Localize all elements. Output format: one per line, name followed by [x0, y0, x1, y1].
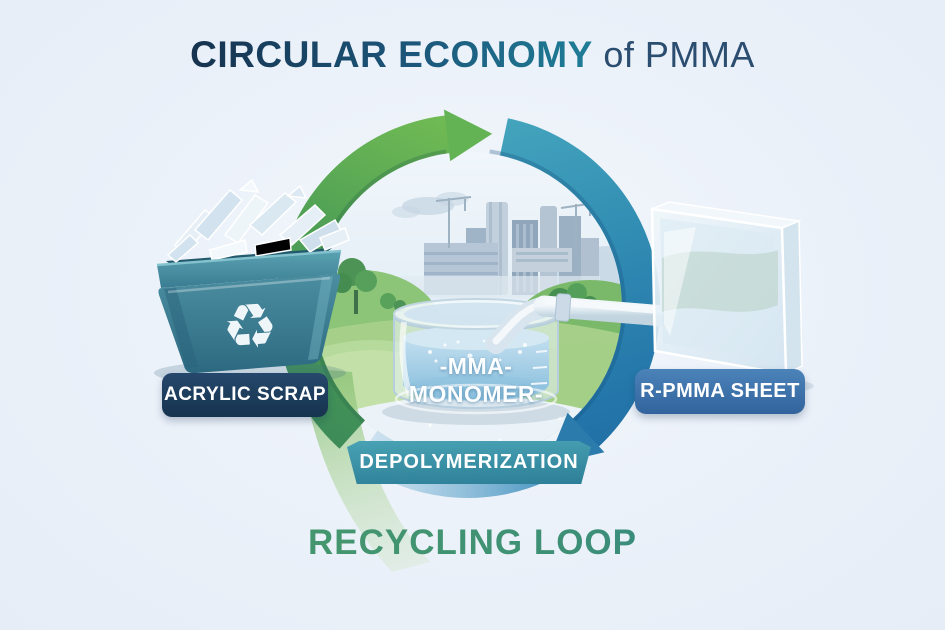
vessel-label-line1: -MMA-: [439, 353, 513, 379]
stage-badge-acrylic-scrap-label: ACRYLIC SCRAP: [163, 384, 327, 405]
r-pmma-sheet-illustration: [642, 201, 814, 396]
loop-arc-blue: [500, 118, 661, 449]
vessel-label-line2: MONOMER-: [408, 381, 544, 407]
stage-badge-r-pmma-sheet: R-PMMA SHEET: [635, 369, 805, 414]
stage-badge-r-pmma-sheet-label: R-PMMA SHEET: [640, 380, 800, 402]
recycle-icon: ♻: [220, 288, 281, 365]
pipe-illustration: [486, 293, 675, 354]
title-main: CIRCULAR ECONOMY: [190, 34, 593, 75]
mma-monomer-vessel-illustration: [382, 298, 570, 425]
tree-icon: [332, 258, 406, 314]
stage-badge-depolymerization-label: DEPOLYMERIZATION: [359, 451, 579, 473]
acrylic-scrap-bin-illustration: ♻: [154, 178, 350, 385]
vessel-label: -MMA- MONOMER-: [398, 352, 554, 408]
loop-arc-green: [276, 115, 452, 449]
stage-badge-acrylic-scrap: ACRYLIC SCRAP: [162, 373, 328, 417]
page-title: CIRCULAR ECONOMY of PMMA: [0, 34, 945, 76]
clouds-icon: [392, 192, 468, 218]
measure-ticks: [530, 350, 548, 385]
title-suffix: of PMMA: [592, 34, 755, 75]
loop-arrowhead-top-icon: [443, 109, 493, 162]
acrylic-shards-icon: [166, 178, 350, 263]
loop-caption: RECYCLING LOOP: [0, 523, 945, 563]
stage-badge-depolymerization: DEPOLYMERIZATION: [347, 441, 591, 484]
